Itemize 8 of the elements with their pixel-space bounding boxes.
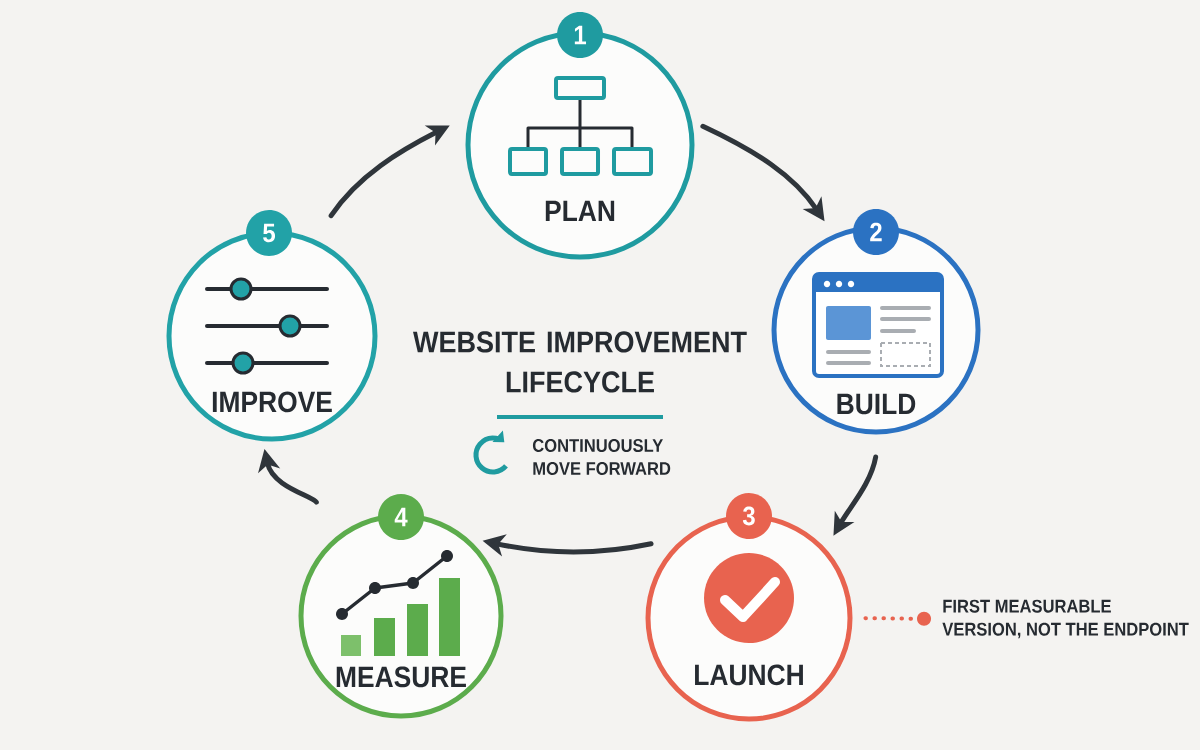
number-badge: 5 xyxy=(246,210,292,256)
number-badge: 2 xyxy=(853,209,899,255)
number-badge: 3 xyxy=(726,493,772,539)
number-badge: 1 xyxy=(557,12,603,58)
title: WEBSITE IMPROVEMENT LIFECYCLE xyxy=(413,331,747,393)
note-text: CONTINUOUSLY MOVE FORWARD xyxy=(532,439,671,475)
number-badge: 4 xyxy=(378,494,424,540)
annotation-text: FIRST MEASURABLE VERSION, NOT THE ENDPOINT xyxy=(942,599,1189,639)
